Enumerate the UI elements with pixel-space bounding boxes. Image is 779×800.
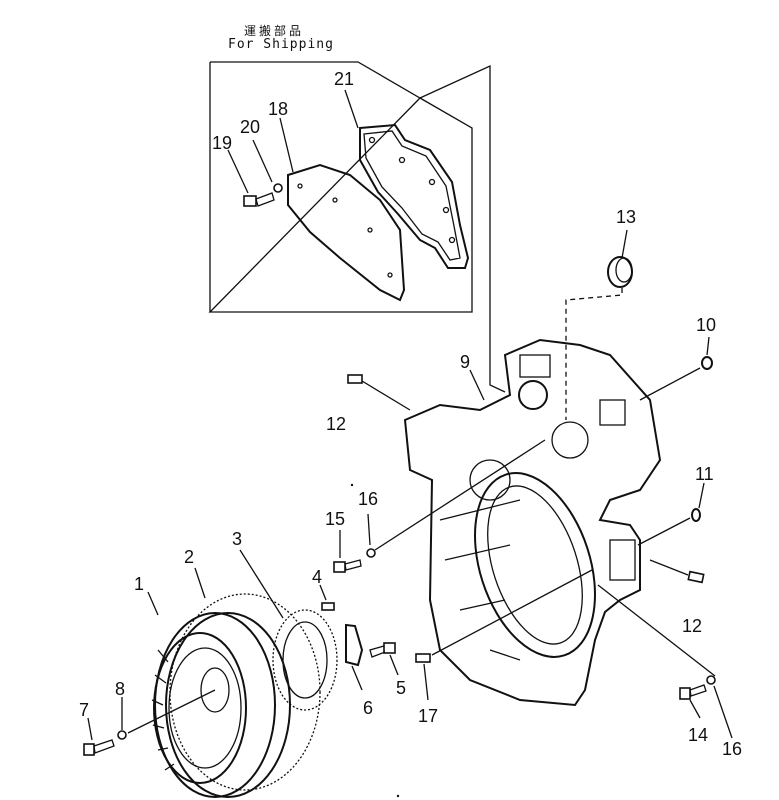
callout-12b: 12 bbox=[682, 616, 702, 636]
callout-3: 3 bbox=[232, 529, 242, 549]
washer-part bbox=[117, 730, 127, 740]
callout-15: 15 bbox=[325, 509, 345, 529]
flywheel-housing-part bbox=[403, 338, 662, 707]
o-ring-part bbox=[701, 356, 713, 370]
callout-5: 5 bbox=[396, 678, 406, 698]
callout-18: 18 bbox=[268, 99, 288, 119]
callout-4: 4 bbox=[312, 567, 322, 587]
washer-part bbox=[366, 548, 376, 558]
callout-7: 7 bbox=[79, 700, 89, 720]
callout-9: 9 bbox=[460, 352, 470, 372]
callout-8: 8 bbox=[115, 679, 125, 699]
washer-part bbox=[706, 675, 716, 685]
bolt-part bbox=[243, 183, 283, 207]
assembly-lines bbox=[87, 89, 733, 741]
lock-plate-part bbox=[345, 623, 364, 667]
shipping-parts-box bbox=[208, 61, 506, 393]
dowel-pin-part bbox=[347, 374, 363, 384]
dowel-pin-part bbox=[687, 570, 705, 584]
callout-13: 13 bbox=[616, 207, 636, 227]
gasket-part bbox=[359, 123, 470, 269]
shipping-header-jp: 運搬部品 bbox=[244, 24, 305, 38]
callout-16b: 16 bbox=[722, 739, 742, 759]
bolt-part bbox=[679, 684, 707, 700]
callout-2: 2 bbox=[184, 547, 194, 567]
callout-21: 21 bbox=[334, 69, 354, 89]
callout-11: 11 bbox=[695, 464, 714, 484]
bolt-part bbox=[83, 739, 115, 756]
gear-part bbox=[272, 609, 338, 711]
cover-plate-part bbox=[287, 163, 406, 302]
pin-part bbox=[415, 653, 431, 663]
callout-17: 17 bbox=[418, 706, 438, 726]
bolt-part bbox=[369, 642, 396, 658]
o-ring-part bbox=[691, 508, 701, 522]
pin-part bbox=[321, 602, 335, 611]
callout-20: 20 bbox=[240, 117, 260, 137]
callout-labels: 1 2 3 4 5 6 7 8 9 10 11 12 12 13 14 15 1… bbox=[79, 69, 742, 759]
callout-16a: 16 bbox=[358, 489, 378, 509]
oil-seal-part bbox=[565, 256, 633, 420]
callout-19: 19 bbox=[212, 133, 232, 153]
flywheel-part bbox=[151, 612, 291, 798]
callout-1: 1 bbox=[134, 574, 144, 594]
callout-10: 10 bbox=[696, 315, 716, 335]
callout-14: 14 bbox=[688, 725, 708, 745]
shipping-header-en: For Shipping bbox=[228, 37, 334, 52]
callout-6: 6 bbox=[363, 698, 373, 718]
bolt-part bbox=[333, 559, 362, 573]
ring-gear-part bbox=[169, 593, 321, 791]
callout-12a: 12 bbox=[326, 414, 346, 434]
